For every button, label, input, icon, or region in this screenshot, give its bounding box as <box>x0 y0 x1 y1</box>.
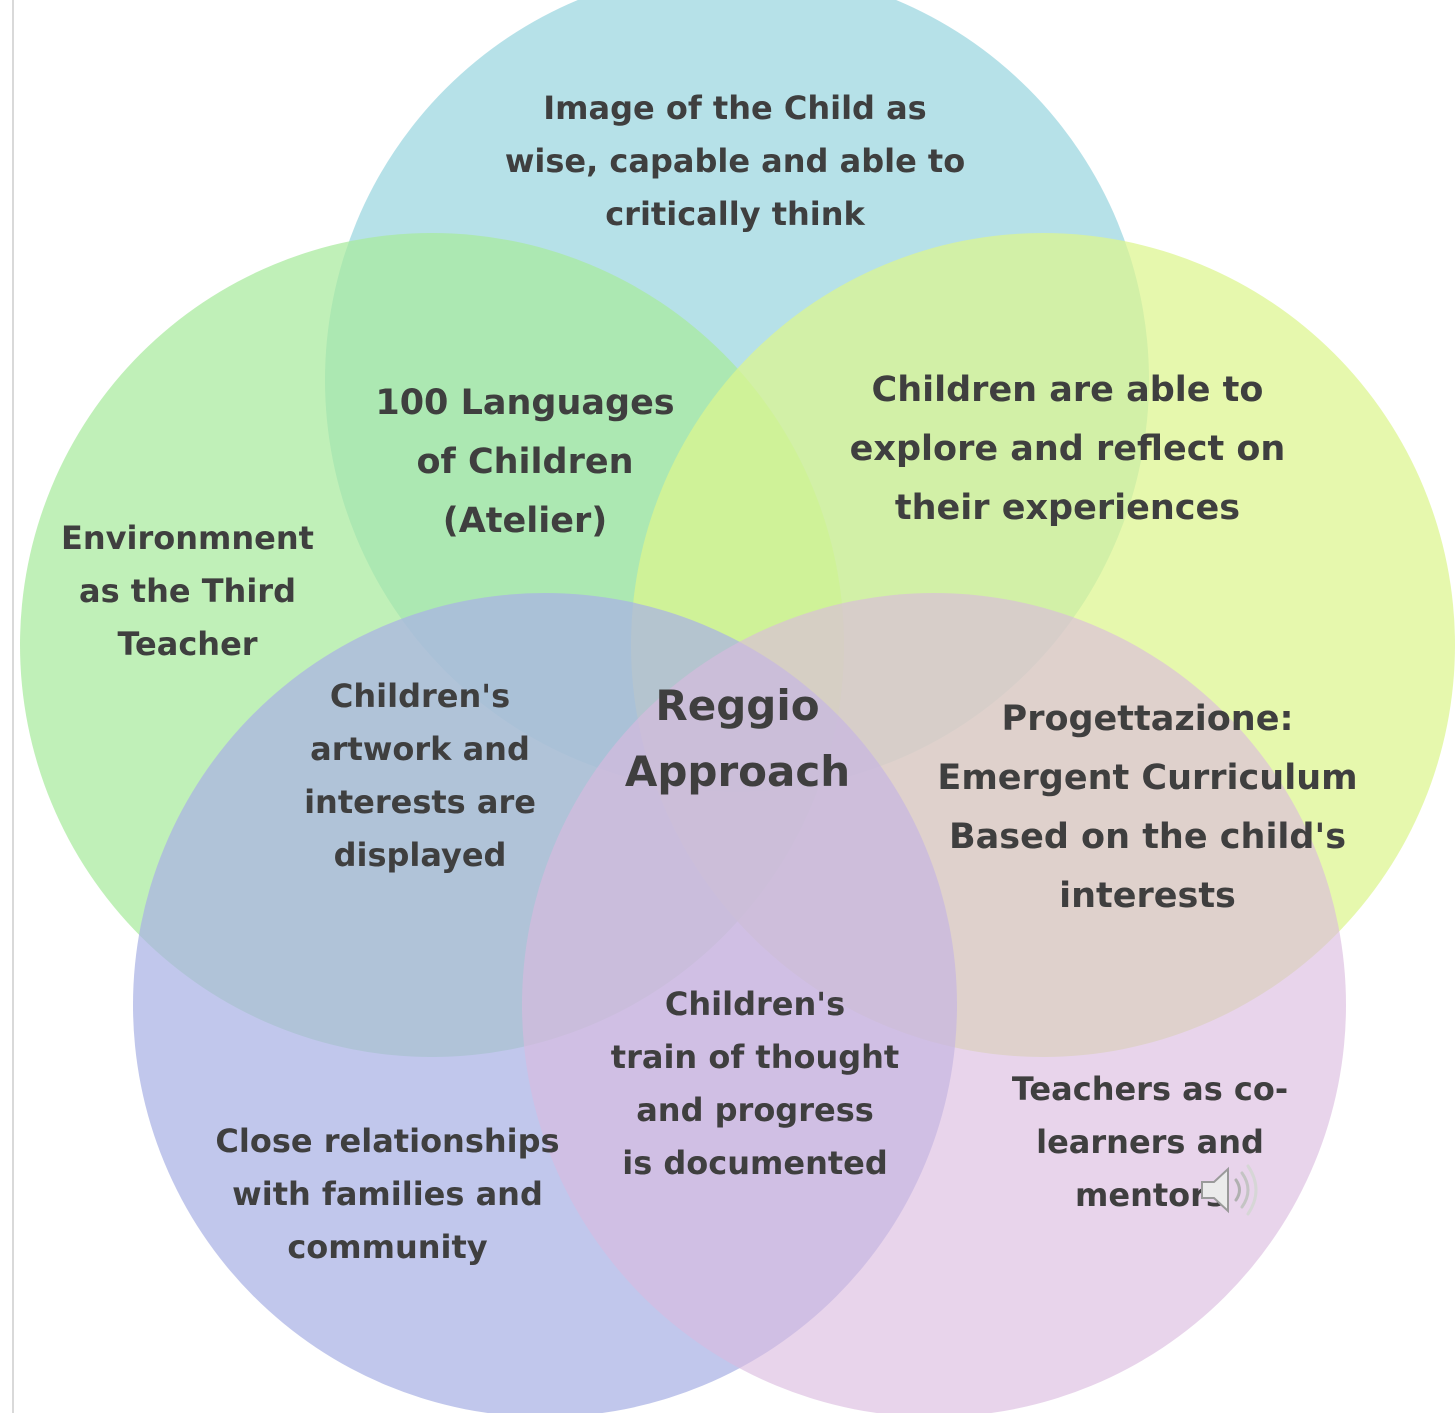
speaker-icon[interactable] <box>1198 1160 1268 1220</box>
label-image-of-child: Image of the Child as wise, capable and … <box>504 89 966 233</box>
label-100-languages: 100 Languages of Children (Atelier) <box>375 383 675 541</box>
label-train-of-thought: Children's train of thought and progress… <box>610 985 900 1182</box>
label-environment: Environmnent as the Third Teacher <box>61 519 314 663</box>
label-explore-reflect: Children are able to explore and reflect… <box>849 370 1286 528</box>
circle-bottom-right <box>522 593 1346 1413</box>
label-teachers: Teachers as co- learners and mentors <box>1011 1070 1289 1214</box>
label-progettazione: Progettazione: Emergent Curriculum Based… <box>937 699 1358 916</box>
label-close-relationships: Close relationships with families and co… <box>215 1122 560 1266</box>
slide-edge <box>12 0 14 1413</box>
label-center-reggio-approach: Reggio Approach <box>624 681 851 796</box>
label-artwork-displayed: Children's artwork and interests are dis… <box>304 677 536 874</box>
